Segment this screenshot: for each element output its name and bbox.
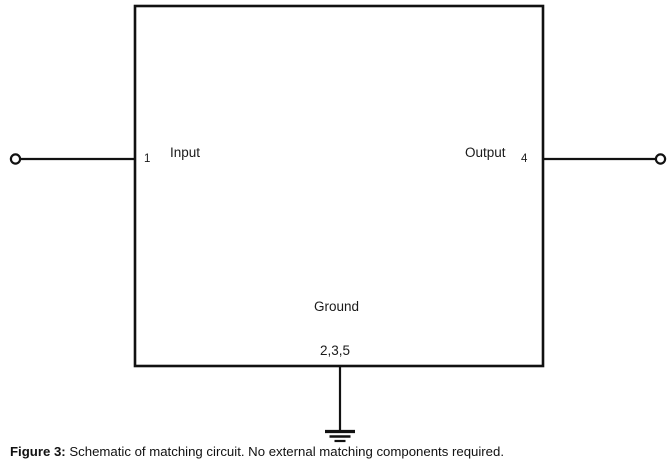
input-pin-number: 1 <box>144 153 151 165</box>
figure-caption-label: Figure 3: <box>10 444 66 459</box>
matching-circuit-block <box>133 4 545 368</box>
figure-caption-text: Schematic of matching circuit. No extern… <box>65 444 505 459</box>
ground-port-label: Ground <box>314 299 360 314</box>
figure-caption: Figure 3: Schematic of matching circuit.… <box>10 444 504 460</box>
output-port-label: Output <box>465 145 506 160</box>
output-pin-number: 4 <box>521 153 528 165</box>
ground-pin-numbers: 2,3,5 <box>320 343 351 358</box>
ground-symbol-icon <box>325 429 355 443</box>
input-terminal-icon <box>9 153 22 165</box>
input-port-label: Input <box>170 145 201 160</box>
output-terminal-icon <box>654 153 667 165</box>
